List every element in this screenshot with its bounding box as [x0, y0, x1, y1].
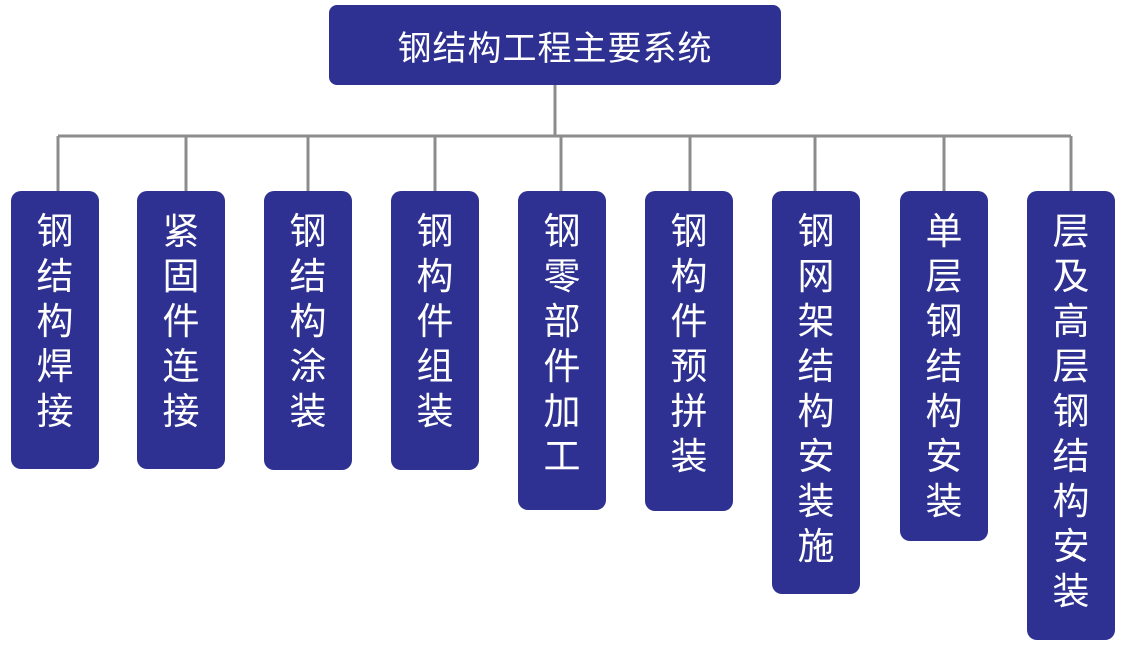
child-node-assembly: 钢构件组装 — [391, 191, 479, 470]
root-label: 钢结构工程主要系统 — [397, 28, 713, 69]
root-node: 钢结构工程主要系统 — [329, 5, 781, 85]
child-node-multi-high-rise: 层及高层钢结构安装 — [1027, 191, 1115, 640]
child-node-pre-assembly: 钢构件预拼装 — [645, 191, 733, 511]
child-label: 钢结构焊接 — [36, 210, 74, 433]
child-node-space-frame: 钢网架结构安装施 — [772, 191, 860, 594]
child-label: 层及高层钢结构安装 — [1052, 210, 1090, 613]
child-node-welding: 钢结构焊接 — [11, 191, 99, 469]
child-label: 钢零部件加工 — [543, 210, 581, 478]
child-label: 单层钢结构安装 — [925, 210, 963, 523]
child-node-fastener: 紧固件连接 — [137, 191, 225, 469]
child-label: 钢网架结构安装施 — [797, 210, 835, 568]
child-label: 钢构件预拼装 — [670, 210, 708, 478]
child-label: 紧固件连接 — [162, 210, 200, 433]
child-label: 钢结构涂装 — [289, 210, 327, 433]
child-node-parts-processing: 钢零部件加工 — [518, 191, 606, 510]
child-node-single-storey: 单层钢结构安装 — [900, 191, 988, 541]
child-label: 钢构件组装 — [416, 210, 454, 433]
child-node-coating: 钢结构涂装 — [264, 191, 352, 470]
